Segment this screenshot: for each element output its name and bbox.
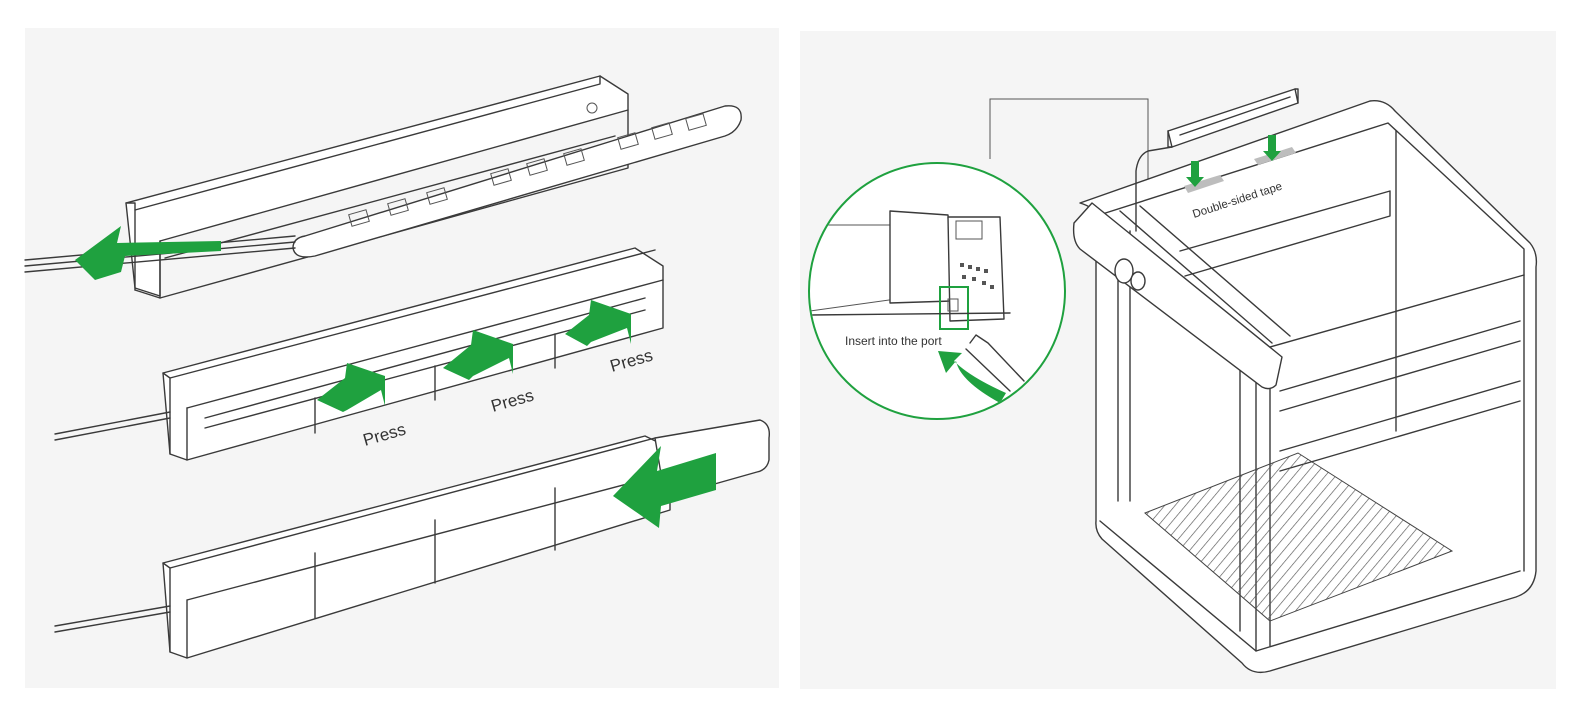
tape-strip-left	[1184, 175, 1224, 193]
port-detail-callout	[808, 162, 1066, 420]
arrow-slide-in	[613, 446, 716, 528]
light-bar-assembly-panel: Press Press Press	[24, 28, 779, 688]
press-label-3: Press	[608, 346, 655, 376]
printer-install-panel: Double-sided tape	[800, 31, 1556, 689]
press-label-2: Press	[489, 386, 536, 416]
arrow-press-3	[565, 300, 631, 346]
step-2-housing-press	[54, 247, 664, 461]
light-bar-on-printer	[1135, 88, 1299, 232]
arrow-press-2	[443, 330, 513, 380]
arrow-insert	[938, 351, 1006, 403]
printer-install-drawing: Double-sided tape	[808, 88, 1538, 674]
arrow-down-right	[1263, 135, 1281, 161]
arrow-down-left	[1186, 161, 1204, 187]
press-label-1: Press	[361, 420, 408, 450]
step-3-housing-close	[54, 419, 770, 659]
port-highlight-box	[939, 286, 969, 330]
build-plate-hatch	[1144, 452, 1454, 622]
step-1-led-strip	[24, 105, 742, 280]
port-label: Insert into the port	[845, 334, 942, 348]
arrow-pull-out	[75, 226, 221, 280]
light-bar-assembly-drawing: Press Press Press	[24, 75, 770, 659]
arrow-press-1	[317, 363, 385, 412]
callout-leader-line	[989, 98, 1149, 231]
